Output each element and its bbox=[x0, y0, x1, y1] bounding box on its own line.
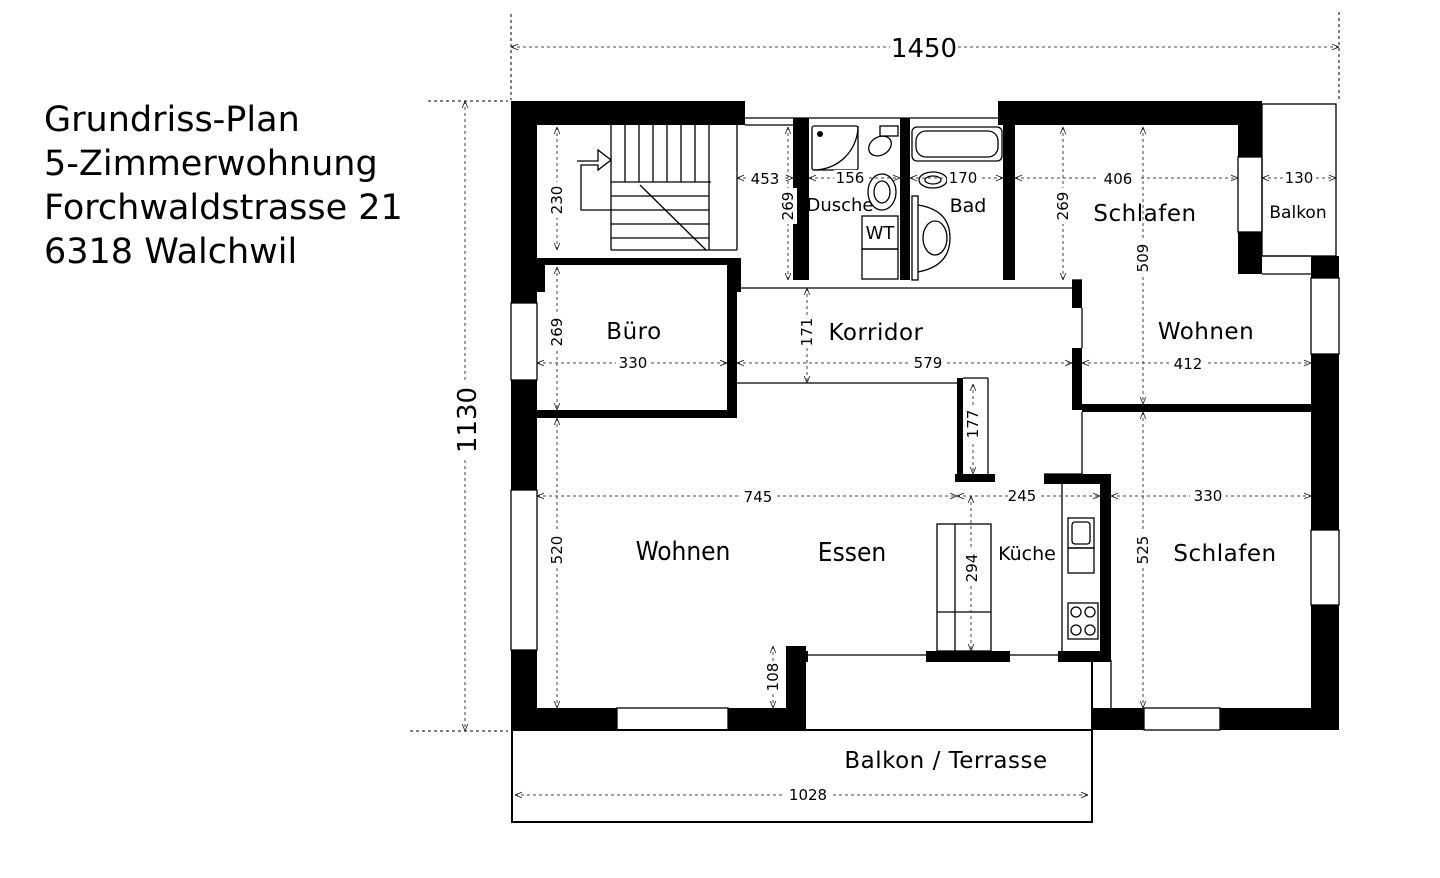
room-label-wohnen-right: Wohnen bbox=[1158, 319, 1254, 345]
dim-label: 406 bbox=[1104, 170, 1133, 188]
room-label-schlafen-bottom: Schlafen bbox=[1173, 541, 1276, 567]
dim-label: 230 bbox=[548, 186, 566, 215]
room-label-buero: Büro bbox=[606, 319, 661, 345]
dim-label: 171 bbox=[798, 318, 816, 347]
dim-label: 579 bbox=[914, 354, 943, 372]
title-line-3: Forchwaldstrasse 21 bbox=[44, 188, 403, 228]
dim-label-backgrounds bbox=[548, 170, 1315, 803]
dim-label: 269 bbox=[779, 192, 797, 221]
dim-label: 130 bbox=[1285, 169, 1314, 187]
dim-label: 520 bbox=[548, 536, 566, 565]
title-line-1: Grundriss-Plan bbox=[44, 100, 300, 140]
room-label-wohnen-main: Wohnen bbox=[636, 537, 731, 567]
dim-label: 525 bbox=[1134, 536, 1152, 565]
dim-label: 330 bbox=[1194, 487, 1223, 505]
room-label-kueche: Küche bbox=[998, 543, 1056, 565]
dim-label: 745 bbox=[744, 488, 773, 506]
walls bbox=[511, 101, 1339, 730]
dim-label: 156 bbox=[836, 169, 865, 187]
fixtures bbox=[811, 125, 1099, 652]
room-label-terrasse: Balkon / Terrasse bbox=[844, 748, 1047, 774]
dim-label: 269 bbox=[548, 318, 566, 347]
thin-lines bbox=[510, 103, 1340, 823]
room-label-balkon: Balkon bbox=[1269, 203, 1326, 223]
dim-width-total: 1450 bbox=[891, 34, 957, 64]
dim-label: 177 bbox=[964, 410, 982, 439]
room-label-wt: WT bbox=[866, 223, 896, 244]
dim-label: 170 bbox=[949, 169, 978, 187]
title-line-2: 5-Zimmerwohnung bbox=[44, 144, 378, 184]
dim-height-total: 1130 bbox=[453, 387, 483, 453]
room-label-bad: Bad bbox=[950, 195, 987, 217]
dim-label: 509 bbox=[1134, 244, 1152, 273]
title-line-4: 6318 Walchwil bbox=[44, 232, 298, 272]
room-label-dusche: Dusche bbox=[806, 195, 873, 216]
room-labels: Dusche WT Bad Schlafen Balkon Büro Korri… bbox=[606, 195, 1326, 774]
dim-label: 412 bbox=[1174, 355, 1203, 373]
dim-label: 330 bbox=[619, 354, 648, 372]
dim-label: 269 bbox=[1054, 192, 1072, 221]
plan-title: Grundriss-Plan 5-Zimmerwohnung Forchwald… bbox=[44, 98, 403, 274]
room-label-korridor: Korridor bbox=[828, 320, 923, 346]
dim-label: 245 bbox=[1008, 487, 1037, 505]
dim-label: 1028 bbox=[789, 786, 827, 804]
staircase bbox=[577, 125, 738, 251]
dimension-labels: 230 453 269 156 170 406 269 130 509 269 … bbox=[548, 169, 1313, 804]
dim-label: 294 bbox=[963, 554, 981, 583]
dim-label: 108 bbox=[764, 663, 782, 692]
dim-label: 453 bbox=[751, 170, 780, 188]
room-label-schlafen-top: Schlafen bbox=[1093, 201, 1196, 227]
overall-dimensions: 1450 1130 bbox=[410, 12, 1340, 732]
room-label-essen: Essen bbox=[818, 538, 886, 568]
